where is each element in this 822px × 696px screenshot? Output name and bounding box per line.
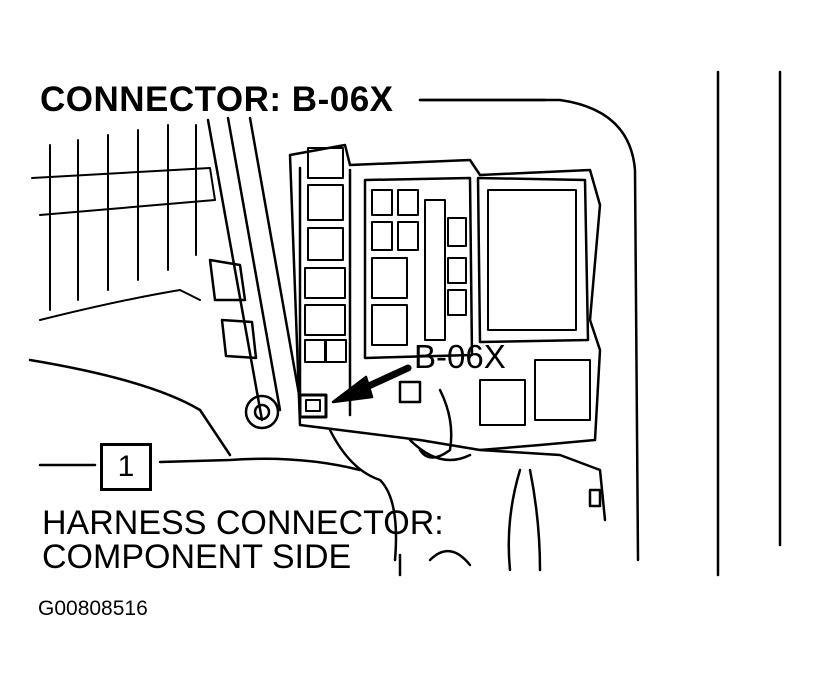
caption-line-1: HARNESS CONNECTOR: (42, 504, 444, 542)
connector-callout-label: B-06X (414, 338, 506, 375)
mount-bolt (244, 394, 280, 430)
connector-title: CONNECTOR: B-06X (40, 80, 394, 119)
reference-number-box: 1 (100, 443, 152, 491)
b06x-connector (298, 393, 328, 419)
fuse-grid (304, 147, 591, 426)
radiator-grille (31, 124, 216, 321)
body-panel-lines (418, 70, 782, 577)
reference-number: 1 (117, 450, 135, 483)
fuse-box-body (288, 143, 602, 452)
harness-cables (328, 380, 607, 577)
figure-id: G00808516 (38, 597, 148, 620)
caption-line-2: COMPONENT SIDE (42, 538, 352, 576)
frame-members (28, 116, 362, 472)
